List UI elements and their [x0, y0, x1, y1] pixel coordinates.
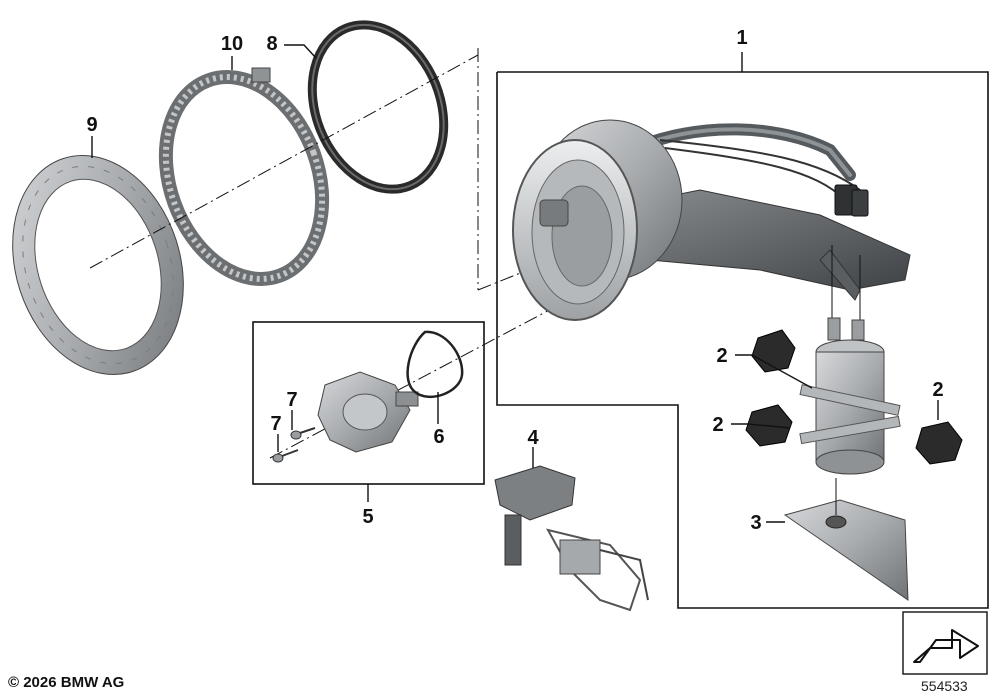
part-10-locking-ring	[158, 67, 330, 286]
callout-3: 3	[750, 512, 761, 534]
part-7-screw-b	[272, 449, 299, 463]
part-3-filter-strainer	[783, 478, 909, 601]
callout-1: 1	[736, 27, 747, 49]
callout-6: 6	[433, 426, 444, 448]
callout-7-b: 7	[270, 413, 281, 435]
callout-5: 5	[362, 506, 373, 528]
part-7-screw-a	[290, 427, 316, 440]
callout-2-b: 2	[712, 414, 723, 436]
callout-9: 9	[86, 114, 97, 136]
callout-2-c: 2	[932, 379, 943, 401]
part-8-seal-ring	[307, 20, 449, 194]
part-2-rubber-mount-a	[751, 329, 796, 373]
diagram-id: 554533	[921, 678, 968, 694]
callout-10: 10	[221, 33, 243, 55]
fuel-pump	[799, 317, 901, 475]
part-4-level-sensor	[494, 465, 649, 612]
part-6-o-ring	[406, 330, 464, 398]
group-1-frame	[496, 71, 989, 609]
part-9-flange-ring	[12, 155, 184, 375]
callout-4: 4	[527, 427, 539, 449]
callout-8: 8	[266, 33, 277, 55]
callout-7-a: 7	[286, 389, 297, 411]
part-5-pressure-regulator	[317, 371, 419, 453]
leader-lines	[91, 44, 939, 523]
callout-2-a: 2	[716, 345, 727, 367]
copyright-text: © 2026 BMW AG	[8, 674, 125, 691]
part-1-fuel-delivery-module	[512, 119, 911, 335]
navigation-arrow-icon[interactable]	[902, 611, 988, 675]
part-2-rubber-mount-c	[915, 421, 963, 465]
